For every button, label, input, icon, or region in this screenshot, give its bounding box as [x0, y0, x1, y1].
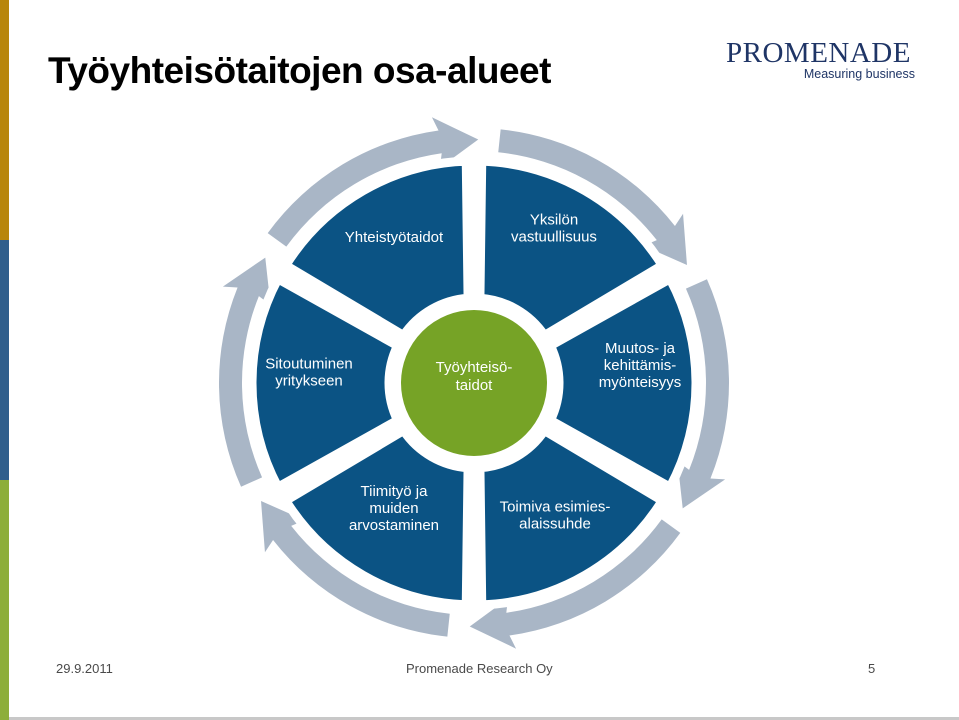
center-circle — [397, 306, 551, 460]
cycle-arrow — [469, 519, 681, 649]
segment-label-line: Sitoutuminen — [265, 356, 353, 373]
bottom-border — [9, 717, 959, 720]
promenade-logo: PROMENADE Measuring business — [726, 38, 921, 81]
segment-label-toimiva: Toimiva esimies-alaissuhde — [500, 499, 611, 533]
center-label: Työyhteisö-taidot — [436, 359, 513, 394]
footer-company: Promenade Research Oy — [406, 661, 553, 676]
segment-label-line: muiden — [369, 500, 418, 517]
segment-label-line: kehittämis- — [604, 357, 677, 374]
cycle-arrow — [261, 501, 450, 637]
accent-bar-top — [0, 0, 9, 240]
segment-label-line: arvostaminen — [349, 517, 439, 534]
center-hub: Työyhteisö-taidot — [397, 306, 551, 460]
cycle-arrow — [267, 117, 479, 247]
segment-toimiva — [475, 424, 669, 610]
segment-label-line: Yksilön — [530, 212, 578, 229]
segment-yhteistyo — [279, 156, 473, 342]
segment-divider — [275, 416, 412, 501]
segment-label-line: myönteisyys — [599, 374, 682, 391]
cycle-arrow — [219, 257, 271, 487]
accent-bar-bottom — [0, 480, 9, 720]
segment-divider — [536, 416, 673, 501]
segment-label-line: Yhteistyötaidot — [345, 229, 444, 246]
segment-label-line: yritykseen — [275, 373, 343, 390]
segment-muutos — [544, 272, 701, 494]
cycle-arrow — [498, 129, 687, 265]
center-label-line: Työyhteisö- — [436, 359, 513, 376]
segment-sitoutuminen — [247, 272, 404, 494]
footer-date: 29.9.2011 — [56, 661, 113, 676]
logo-name: PROMENADE — [726, 37, 911, 69]
segment-divider — [536, 265, 673, 350]
segment-yksilon — [475, 156, 669, 342]
cycle-arrow — [677, 279, 730, 509]
segment-divider — [275, 265, 412, 350]
footer-page-number: 5 — [868, 661, 876, 676]
slide-title: Työyhteisötaitojen osa-alueet — [48, 50, 551, 91]
segment-label-line: Toimiva esimies- — [500, 499, 611, 516]
cycle-arrows — [219, 117, 730, 649]
segment-label-line: alaissuhde — [519, 516, 591, 533]
segment-label-line: Muutos- ja — [605, 340, 676, 357]
logo-tagline: Measuring business — [803, 67, 915, 81]
left-accent-bar — [0, 0, 9, 720]
segment-label-line: Tiimityö ja — [361, 483, 429, 500]
accent-bar-middle — [0, 240, 9, 480]
segment-label-line: vastuullisuus — [511, 229, 597, 246]
center-label-line: taidot — [456, 377, 494, 394]
segment-label-yhteistyo: Yhteistyötaidot — [345, 229, 444, 246]
segment-tiimityo — [279, 424, 473, 610]
